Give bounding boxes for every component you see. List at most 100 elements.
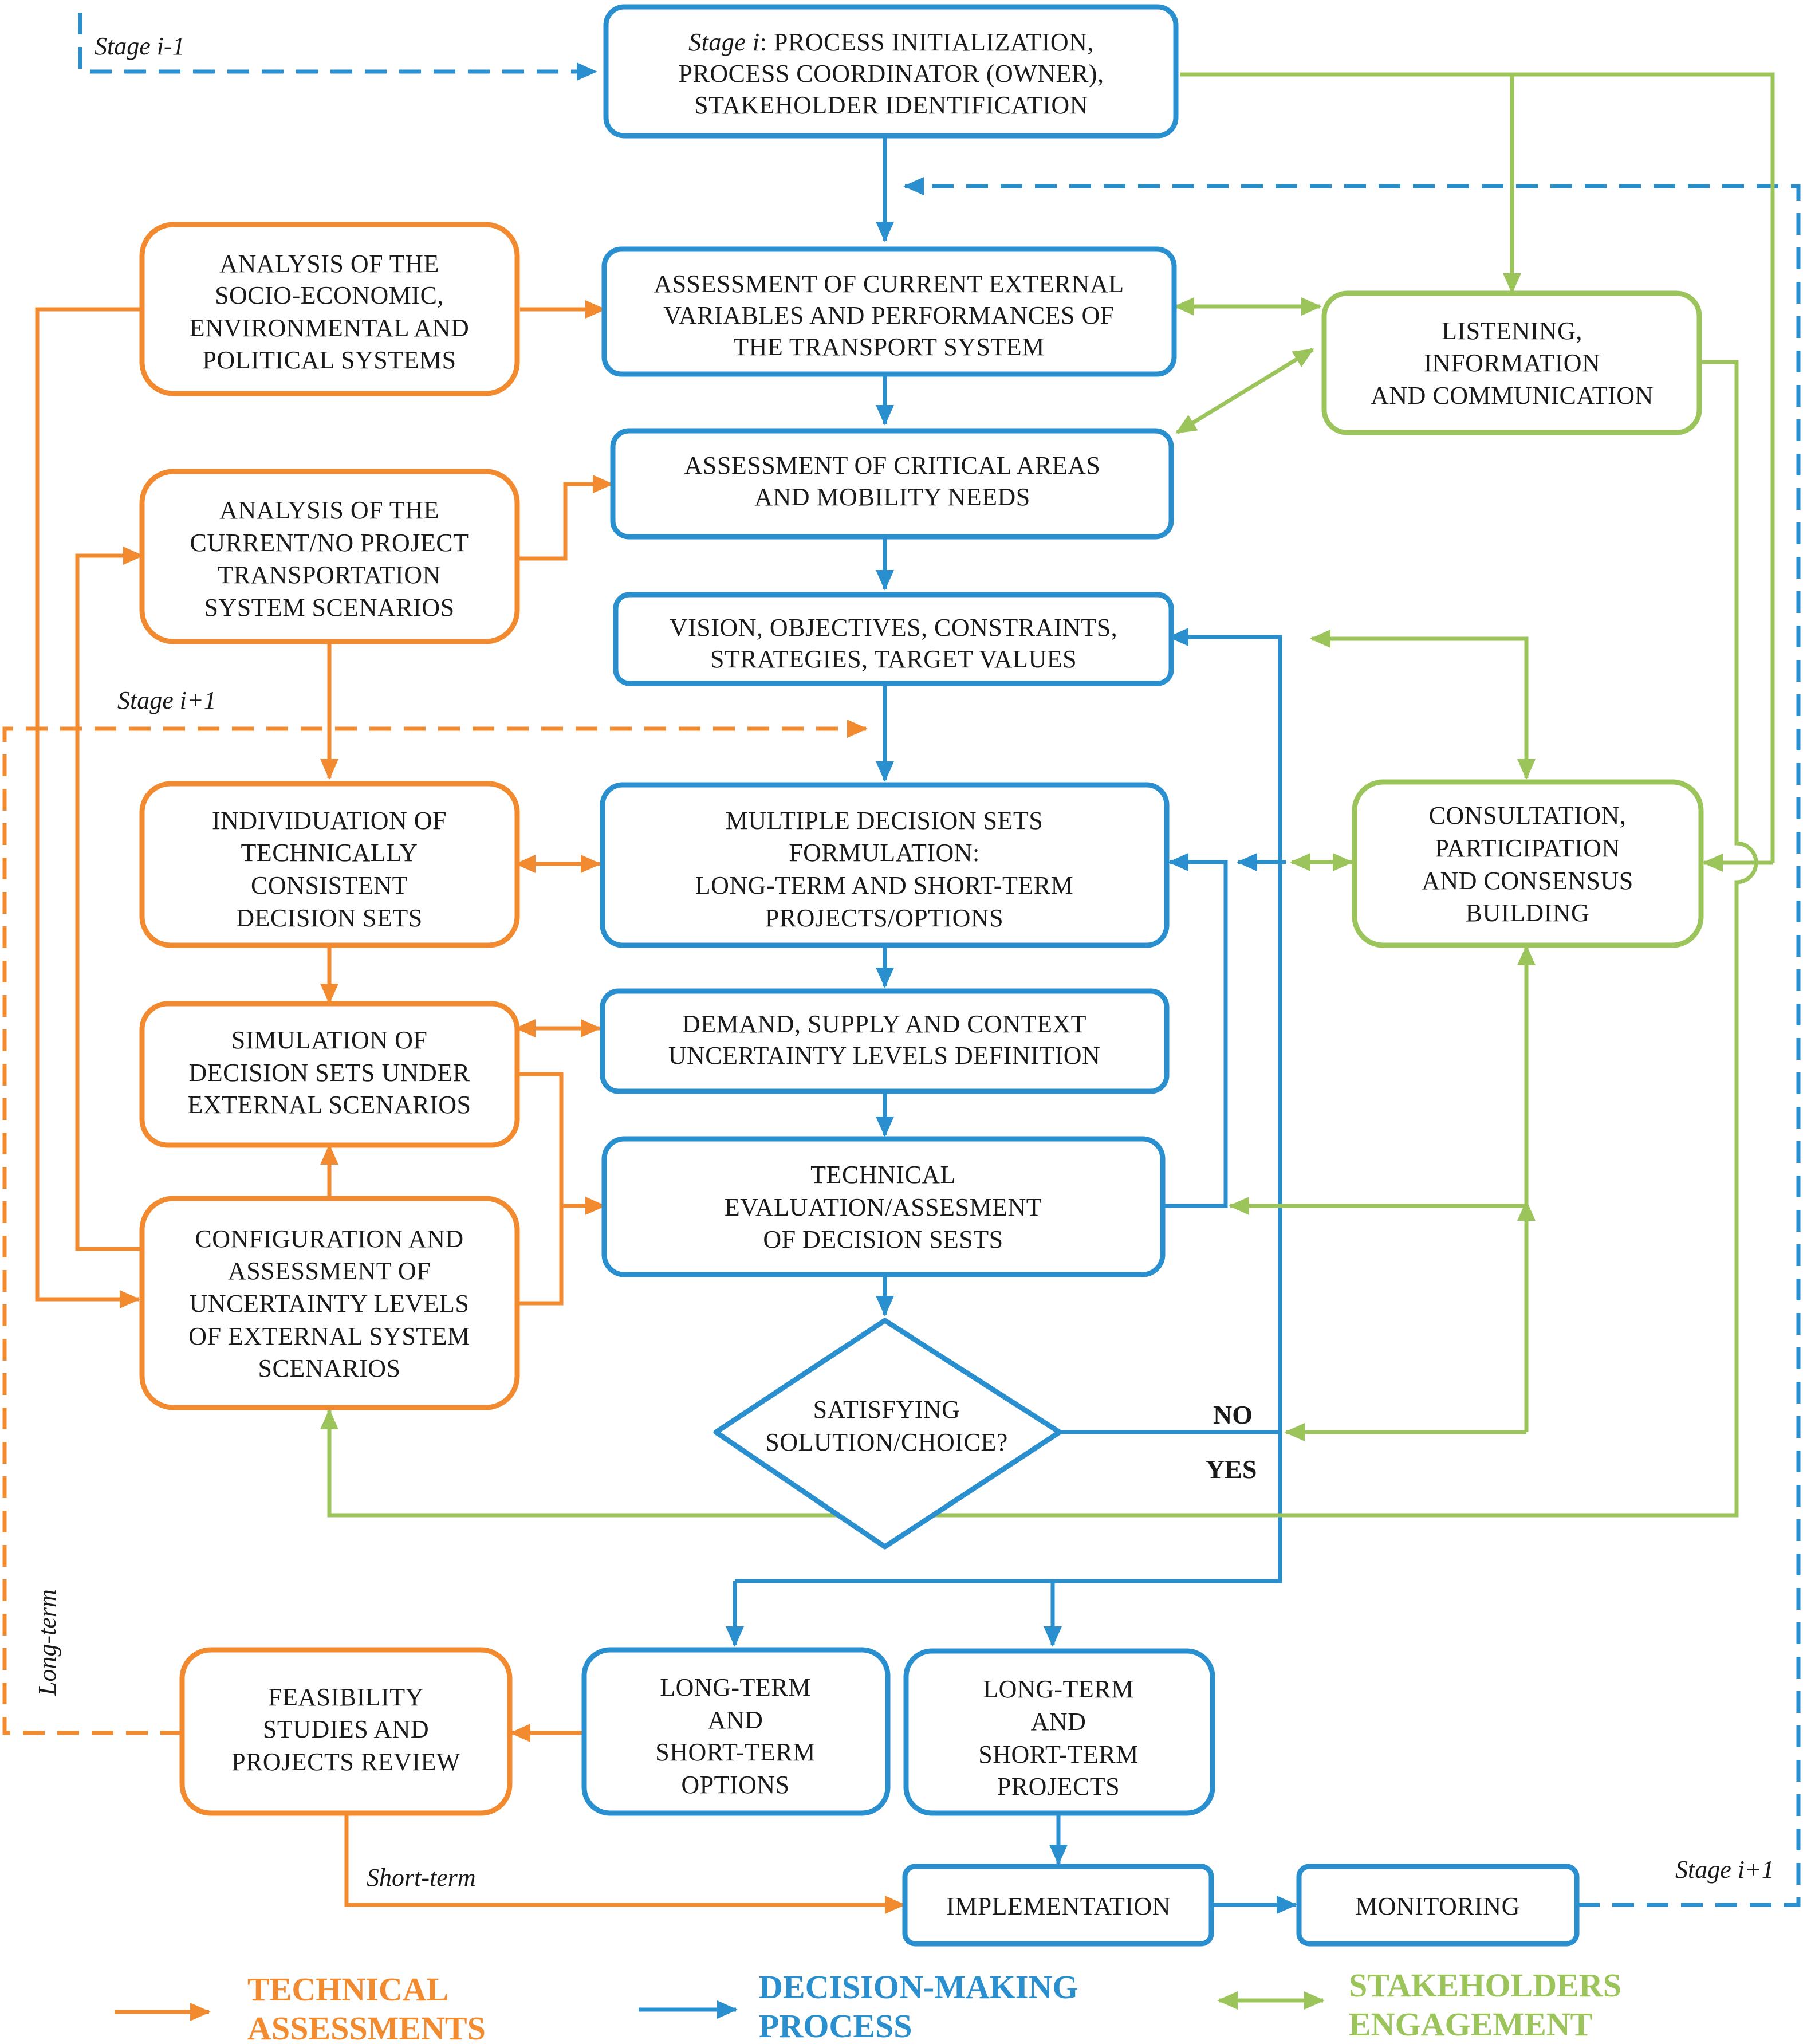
stage-next-label-right: Stage i+1 [1675, 1856, 1774, 1884]
box-line: SOCIO-ECONOMIC, [215, 281, 444, 309]
box-line: SOLUTION/CHOICE? [765, 1428, 1008, 1456]
arrow-vision-consultation [1310, 630, 1536, 780]
listening-box: LISTENING, INFORMATION AND COMMUNICATION [1321, 290, 1702, 435]
satisfying-decision-diamond: SATISFYING SOLUTION/CHOICE? [713, 1318, 1062, 1550]
lt-options-box: LONG-TERM AND SHORT-TERM OPTIONS [581, 1647, 891, 1816]
multiple-decision-sets-box: MULTIPLE DECISION SETS FORMULATION: LONG… [600, 782, 1170, 948]
box-line: INDIVIDUATION OF [212, 807, 447, 835]
feasibility-box: FEASIBILITY STUDIES AND PROJECTS REVIEW [179, 1647, 513, 1816]
vision-box: VISION, OBJECTIVES, CONSTRAINTS, STRATEG… [613, 592, 1174, 686]
box-line: OPTIONS [681, 1771, 789, 1799]
green-init-line [1180, 72, 1775, 863]
box-line: STAKEHOLDER IDENTIFICATION [694, 91, 1088, 119]
box-line: AND COMMUNICATION [1371, 382, 1654, 410]
implementation-box: IMPLEMENTATION [902, 1864, 1214, 1947]
connectors [2, 13, 1801, 1914]
uncertainty-definition-box: DEMAND, SUPPLY AND CONTEXT UNCERTAINTY L… [600, 988, 1170, 1094]
box-line: TECHNICAL [810, 1161, 956, 1189]
box-line: STRATEGIES, TARGET VALUES [710, 645, 1077, 673]
technical-evaluation-box: TECHNICAL EVALUATION/ASSESMENT OF DECISI… [601, 1136, 1166, 1278]
yes-label: YES [1206, 1455, 1257, 1484]
box-line: DEMAND, SUPPLY AND CONTEXT [682, 1010, 1086, 1038]
box-line: FEASIBILITY [268, 1683, 424, 1711]
box-line: DECISION SETS UNDER [188, 1059, 470, 1087]
legend-stakeholders-line: STAKEHOLDERS [1349, 1967, 1621, 2004]
box-line: PROJECTS [997, 1772, 1120, 1801]
box-line: CONFIGURATION AND [195, 1225, 463, 1253]
long-term-label: Long-term [33, 1589, 61, 1696]
svg-text:Stage i: PROCESS INITIALIZATIO: Stage i: PROCESS INITIALIZATION, [688, 28, 1094, 56]
box-line: OF EXTERNAL SYSTEM [188, 1322, 470, 1350]
box-line: TECHNICALLY [241, 839, 418, 867]
arrow-simulation-to-technical [517, 1072, 606, 1215]
box-line: SHORT-TERM [978, 1740, 1138, 1768]
box-line: VARIABLES AND PERFORMANCES OF [663, 301, 1115, 329]
dashed-stage-prev [78, 13, 597, 81]
box-line: ANALYSIS OF THE [219, 496, 439, 524]
consultation-box: CONSULTATION, PARTICIPATION AND CONSENSU… [1352, 779, 1704, 948]
box-line: ASSESSMENT OF CRITICAL AREAS [684, 451, 1101, 479]
assessment-external-box: ASSESSMENT OF CURRENT EXTERNAL VARIABLES… [601, 246, 1177, 377]
connector-to-decision-points [735, 1432, 1282, 1583]
monitoring-box: MONITORING [1296, 1864, 1580, 1947]
box-line: TRANSPORTATION [218, 561, 441, 589]
box-line: EXTERNAL SCENARIOS [187, 1091, 471, 1119]
legend-technical-line: TECHNICAL [247, 1971, 448, 2008]
box-line: THE TRANSPORT SYSTEM [733, 333, 1045, 361]
box-line: VISION, OBJECTIVES, CONSTRAINTS, [670, 614, 1117, 642]
box-line: UNCERTAINTY LEVELS [190, 1290, 470, 1318]
box-line: PROCESS COORDINATOR (OWNER), [679, 60, 1104, 88]
box-line: DECISION SETS [236, 904, 423, 932]
box-line: AND MOBILITY NEEDS [754, 483, 1030, 511]
stage-i-label: Stage i [688, 28, 759, 56]
box-line: SYSTEM SCENARIOS [204, 593, 454, 622]
box-line: MONITORING [1355, 1892, 1520, 1920]
legend-stakeholders-line: ENGAGEMENT [1349, 2006, 1592, 2043]
box-line: LISTENING, [1442, 317, 1582, 345]
box-line: CURRENT/NO PROJECT [190, 529, 469, 557]
box-line: LONG-TERM [660, 1673, 811, 1701]
box-line: PARTICIPATION [1435, 834, 1620, 862]
process-initialization-box: Stage i: PROCESS INITIALIZATION, PROCESS… [603, 4, 1179, 139]
lt-projects-box: LONG-TERM AND SHORT-TERM PROJECTS [903, 1648, 1215, 1816]
box-line: CONSISTENT [251, 871, 408, 899]
dashed-stage-next-loop [903, 177, 1801, 1907]
individuation-box: INDIVIDUATION OF TECHNICALLY CONSISTENT … [139, 781, 520, 948]
arrow-short-term-to-implementation [344, 1813, 906, 1914]
no-label: NO [1213, 1400, 1253, 1429]
box-line: MULTIPLE DECISION SETS [726, 807, 1044, 835]
box-line: SIMULATION OF [231, 1026, 428, 1054]
analysis-socio-box: ANALYSIS OF THE SOCIO-ECONOMIC, ENVIRONM… [139, 222, 520, 396]
box-line: AND CONSENSUS [1422, 867, 1633, 895]
legend-decision-line: DECISION-MAKING [759, 1968, 1078, 2006]
analysis-current-box: ANALYSIS OF THE CURRENT/NO PROJECT TRANS… [139, 469, 520, 644]
arrow-config-to-technical [517, 1206, 564, 1306]
box-line: STUDIES AND [263, 1715, 429, 1743]
arrow-socio-to-configuration [35, 307, 142, 1308]
box-line: AND [708, 1706, 763, 1734]
box-line: EVALUATION/ASSESMENT [725, 1193, 1042, 1221]
box-line: FORMULATION: [789, 839, 980, 867]
configuration-box: CONFIGURATION AND ASSESSMENT OF UNCERTAI… [139, 1196, 520, 1410]
simulation-box: SIMULATION OF DECISION SETS UNDER EXTERN… [139, 1001, 520, 1148]
legend: TECHNICAL ASSESSMENTS DECISION-MAKING PR… [115, 1967, 1621, 2044]
arrow-current-to-critical [517, 475, 613, 561]
box-line: PROJECTS/OPTIONS [765, 904, 1003, 932]
box-line: SATISFYING [813, 1396, 960, 1424]
box-line: LONG-TERM [983, 1675, 1134, 1703]
box-line: ASSESSMENT OF [228, 1257, 431, 1285]
arrow-critical-listening [1175, 348, 1314, 434]
box-line: UNCERTAINTY LEVELS DEFINITION [668, 1041, 1101, 1070]
box-line: SCENARIOS [258, 1354, 401, 1382]
box-line: PROJECTS REVIEW [231, 1748, 460, 1776]
box-line: ASSESSMENT OF CURRENT EXTERNAL [654, 270, 1124, 298]
arrow-technical-feedback [1163, 853, 1228, 1208]
dashed-stage-next-orange [2, 720, 868, 1735]
box-line: BUILDING [1466, 899, 1590, 927]
box-line: POLITICAL SYSTEMS [202, 346, 456, 374]
box-line: IMPLEMENTATION [946, 1892, 1171, 1920]
box-line: SHORT-TERM [655, 1738, 815, 1766]
arrow-no-feedback-blue [1057, 628, 1282, 1434]
box-line: ENVIRONMENTAL AND [190, 314, 470, 342]
